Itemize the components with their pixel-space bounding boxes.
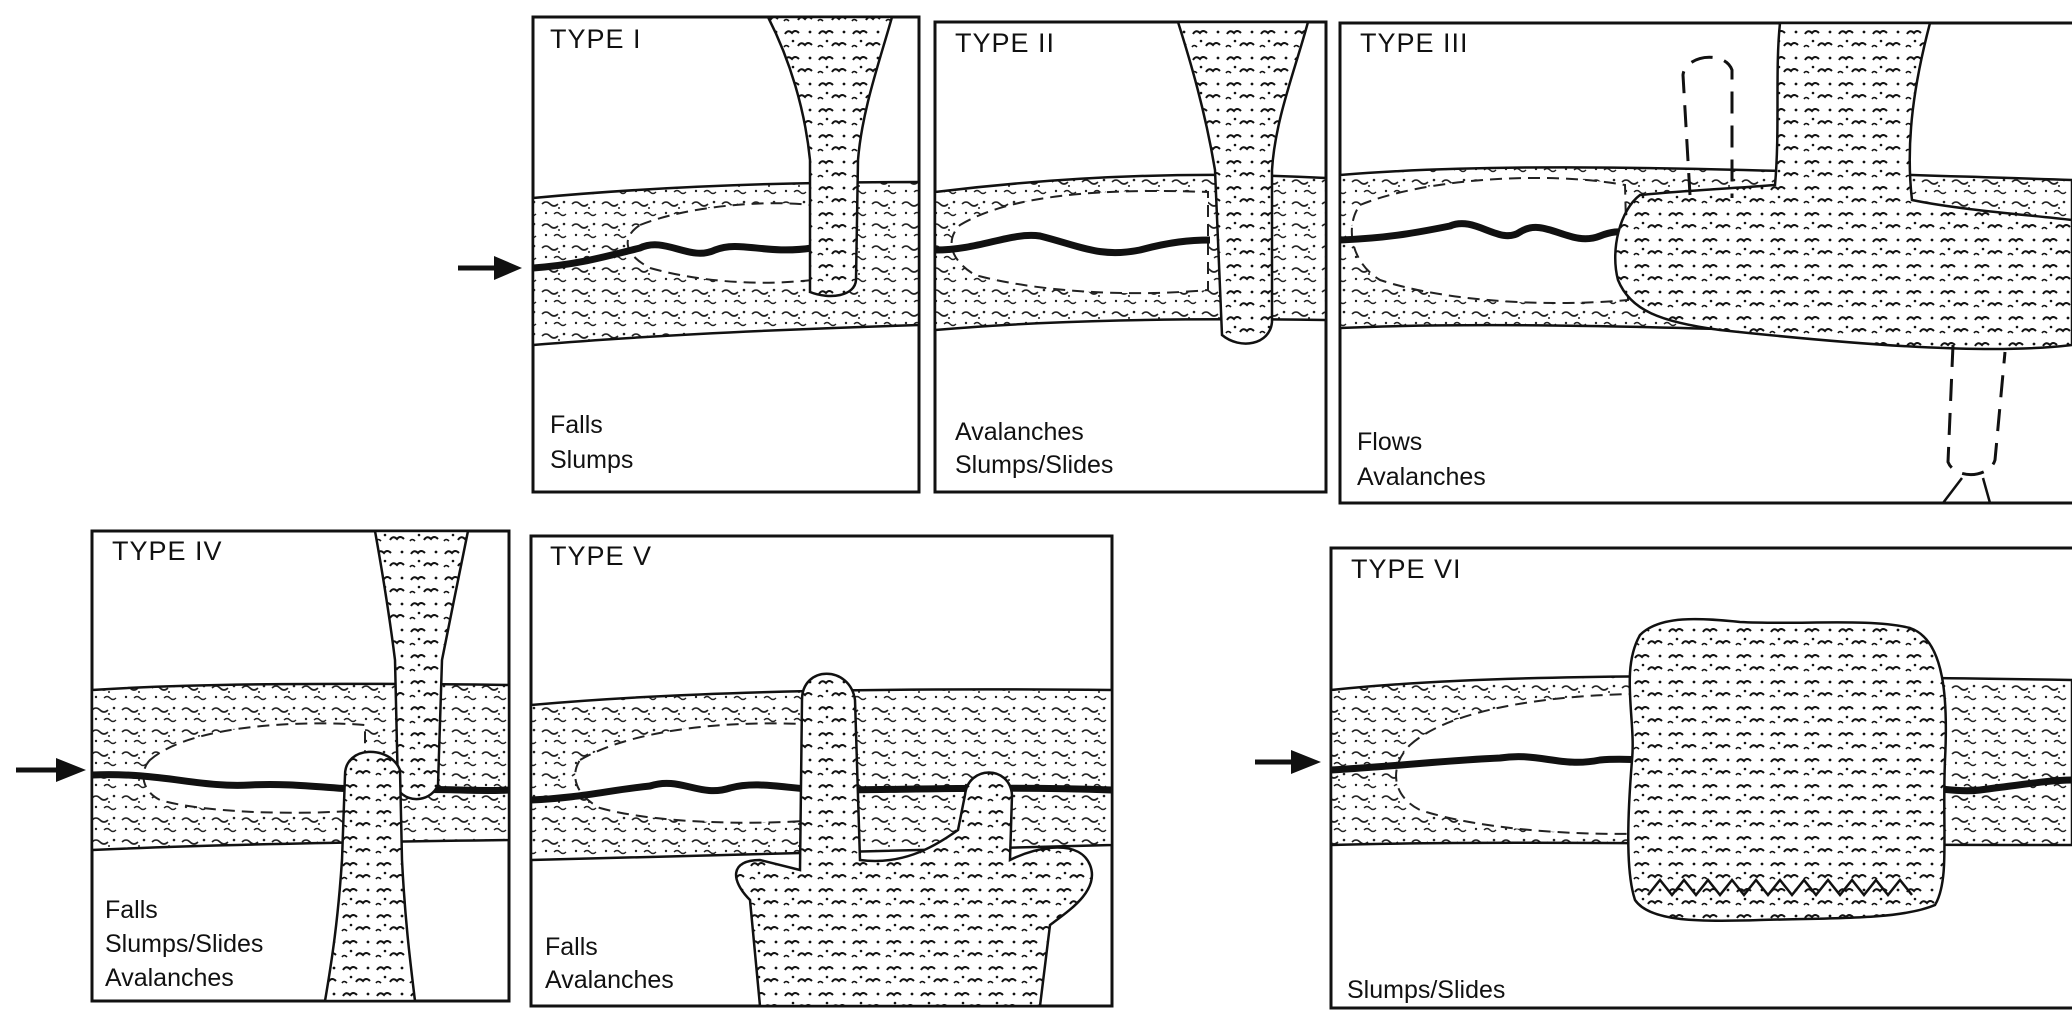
right-arrow-icon	[458, 256, 522, 280]
caption-line: Falls	[545, 933, 598, 961]
caption-line: Falls	[105, 896, 158, 924]
right-arrow-icon	[16, 758, 86, 782]
caption-line: Slumps	[550, 446, 633, 474]
panel-type-5: TYPE V Falls Avalanches	[531, 536, 1112, 1006]
caption-line: Slumps/Slides	[955, 451, 1113, 479]
panel-type-2: TYPE II Avalanches Slumps/Slides	[935, 22, 1326, 492]
panel-type-3: TYPE III Flows Avalanches	[1340, 23, 2072, 503]
panel-title: TYPE II	[955, 28, 1055, 58]
panel-title: TYPE I	[550, 24, 642, 54]
caption-line: Avalanches	[1357, 463, 1486, 491]
caption-line: Slumps/Slides	[105, 930, 263, 958]
caption-line: Avalanches	[955, 418, 1084, 446]
caption-line: Avalanches	[105, 964, 234, 992]
panel-title: TYPE IV	[112, 536, 223, 566]
panel-title: TYPE VI	[1351, 554, 1462, 584]
caption-line: Falls	[550, 411, 603, 439]
panel-title: TYPE III	[1360, 28, 1469, 58]
panel-type-4: TYPE IV Falls Slumps/Slides Avalanches	[92, 531, 509, 1001]
landslide-deposit	[1628, 619, 1946, 921]
caption-line: Avalanches	[545, 966, 674, 994]
panel-type-6: TYPE VI Slumps/Slides	[1331, 548, 2072, 1008]
right-arrow-icon	[1255, 750, 1321, 774]
panel-title: TYPE V	[550, 541, 652, 571]
caption-line: Flows	[1357, 428, 1422, 456]
caption-line: Slumps/Slides	[1347, 976, 1505, 1004]
panel-type-1: TYPE I Falls Slumps	[533, 17, 919, 492]
